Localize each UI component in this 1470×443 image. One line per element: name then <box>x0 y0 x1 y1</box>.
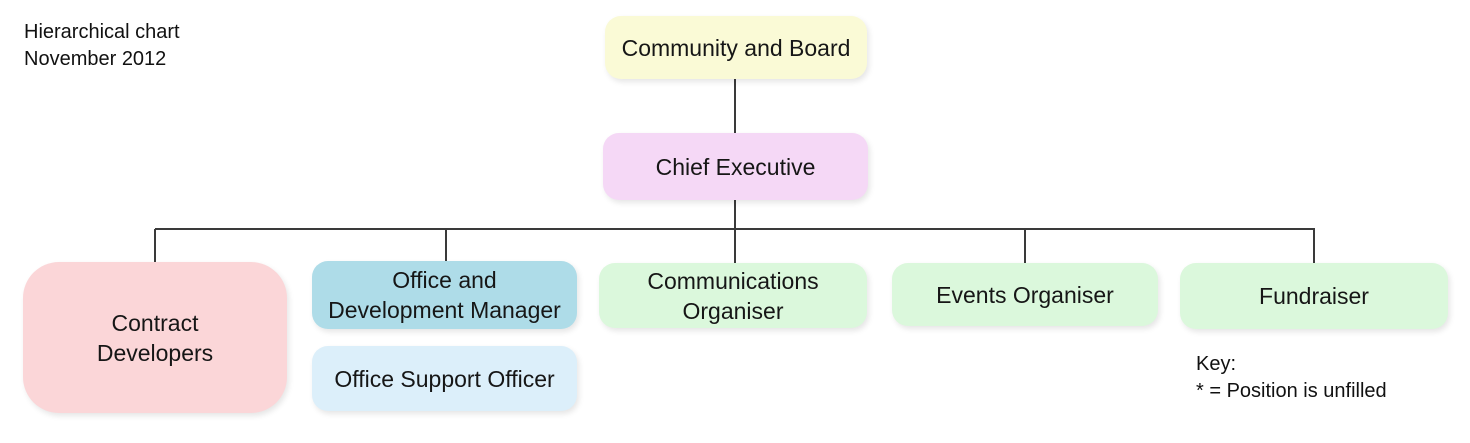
connector-chief-to-rail <box>734 200 736 263</box>
org-node-communications-organiser: Communications Organiser <box>599 263 867 328</box>
chart-title: Hierarchical chart November 2012 <box>24 21 180 70</box>
org-node-community-and-board: Community and Board <box>605 16 867 79</box>
chart-key: Key: * = Position is unfilled <box>1196 353 1387 402</box>
connector-drop-fundraiser <box>1313 229 1315 263</box>
org-node-chief-executive: Chief Executive <box>603 133 868 200</box>
org-node-events-organiser: Events Organiser <box>892 263 1158 326</box>
org-node-fundraiser: Fundraiser <box>1180 263 1448 329</box>
org-node-office-and-development-manager: Office and Development Manager <box>312 261 577 329</box>
connector-drop-contract-developers <box>154 229 156 262</box>
org-node-office-support-officer: Office Support Officer <box>312 346 577 411</box>
connector-drop-office-manager <box>445 229 447 261</box>
connector-community-to-chief <box>734 79 736 133</box>
org-node-contract-developers: Contract Developers <box>23 262 287 413</box>
connector-drop-events-organiser <box>1024 229 1026 263</box>
connector-horizontal-rail <box>155 228 1315 230</box>
